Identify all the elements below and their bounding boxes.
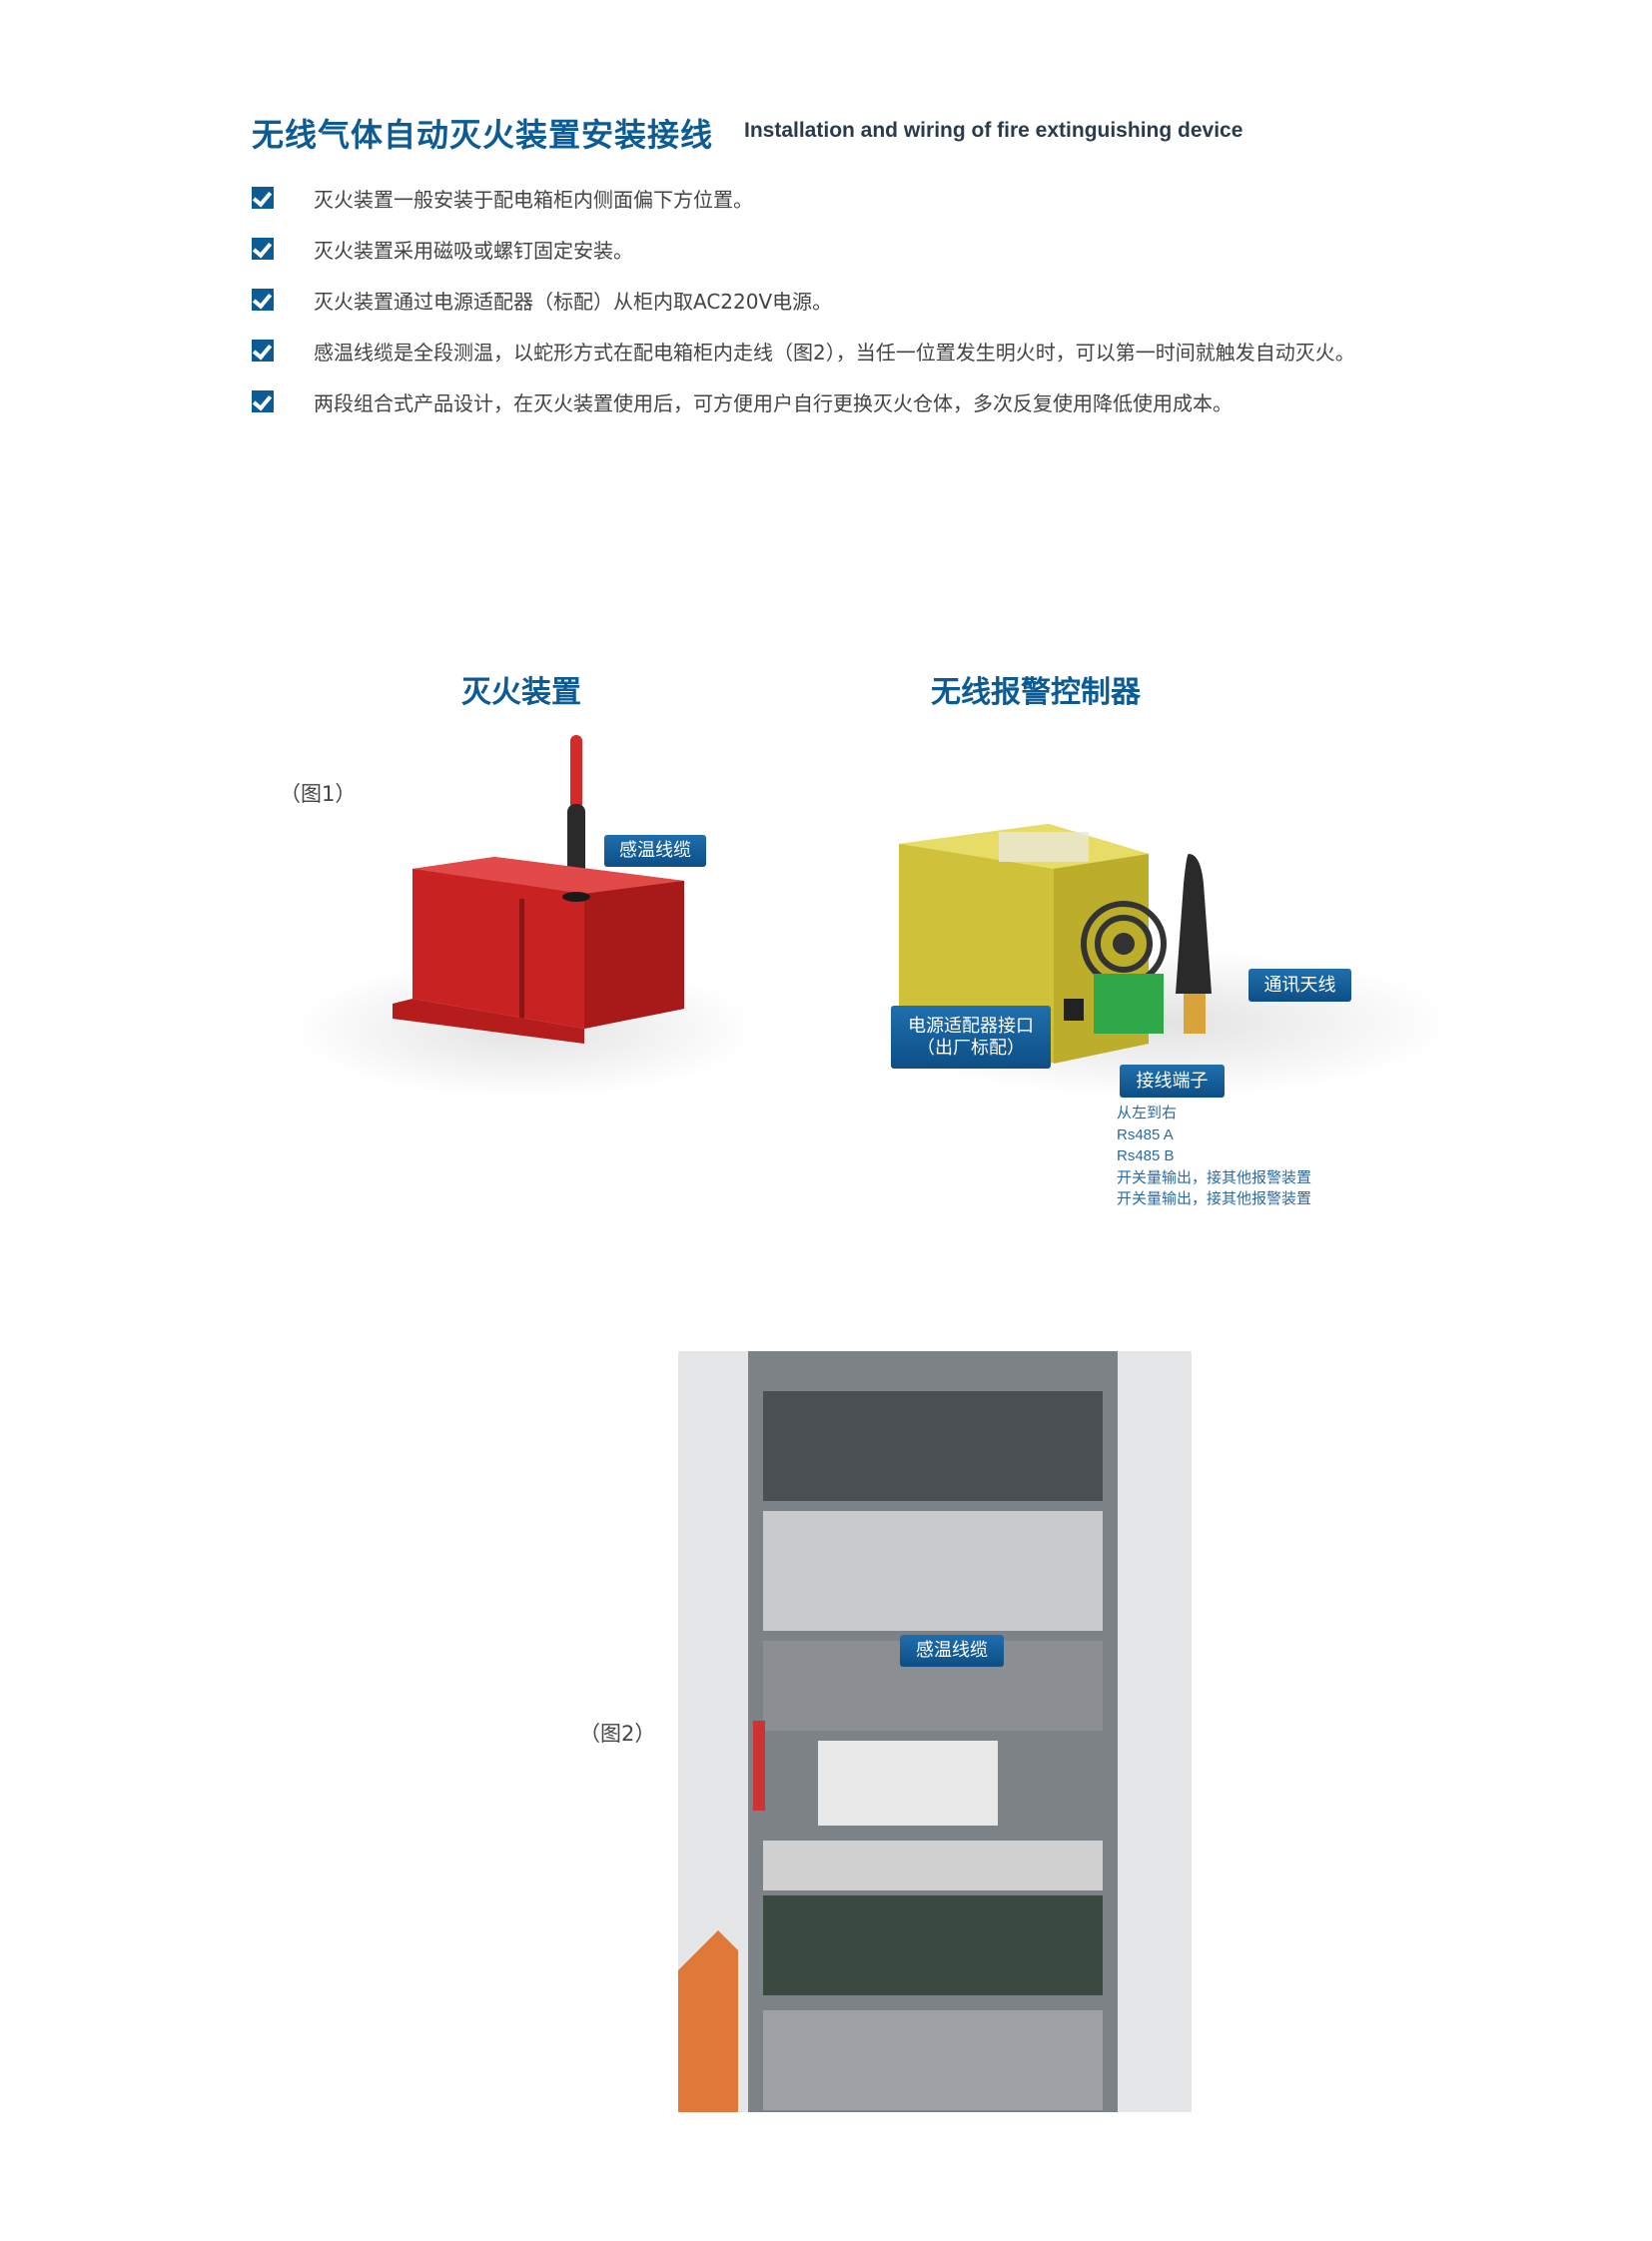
device-heading: 灭火装置 [461, 675, 581, 710]
note-line: Rs485 B [1117, 1147, 1175, 1164]
power-adapter-tag: 电源适配器接口 （出厂标配） [891, 1006, 1051, 1069]
wireless-alarm-controller-image [899, 824, 1212, 1064]
page-title: 无线气体自动灭火装置安装接线 [252, 116, 714, 154]
fire-extinguisher-device-image [393, 735, 684, 1044]
power-adapter-tag-line1: 电源适配器接口 [908, 1015, 1034, 1037]
figure-1-label: （图1） [280, 782, 357, 806]
note-line: Rs485 A [1117, 1125, 1174, 1143]
photo-cable-tag: 感温线缆 [900, 1635, 1004, 1667]
note-line: 开关量输出，接其他报警装置 [1117, 1168, 1312, 1186]
list-item-text: 灭火装置采用磁吸或螺钉固定安装。 [314, 238, 633, 263]
list-item: 感温线缆是全段测温，以蛇形方式在配电箱柜内走线（图2），当任一位置发生明火时，可… [252, 336, 1355, 366]
note-line: 开关量输出，接其他报警装置 [1117, 1190, 1312, 1207]
terminal-notes: 从左到右 Rs485 A Rs485 B 开关量输出，接其他报警装置 开关量输出… [1117, 1103, 1311, 1210]
page-subtitle: Installation and wiring of fire extingui… [744, 119, 1243, 142]
list-item: 灭火装置采用磁吸或螺钉固定安装。 [252, 234, 633, 264]
checkbox-icon [252, 390, 274, 412]
list-item-text: 感温线缆是全段测温，以蛇形方式在配电箱柜内走线（图2），当任一位置发生明火时，可… [314, 340, 1355, 365]
checkbox-icon [252, 187, 274, 209]
antenna-tag: 通讯天线 [1248, 969, 1351, 1002]
figure-2-label: （图2） [579, 1722, 656, 1746]
checkbox-icon [252, 238, 274, 260]
list-item-text: 灭火装置通过电源适配器（标配）从柜内取AC220V电源。 [314, 289, 833, 314]
list-item-text: 灭火装置一般安装于配电箱柜内侧面偏下方位置。 [314, 187, 753, 212]
checkbox-icon [252, 340, 274, 362]
checkbox-icon [252, 289, 274, 311]
controller-heading: 无线报警控制器 [931, 675, 1141, 710]
note-line: 从左到右 [1117, 1105, 1178, 1121]
power-adapter-tag-line2: （出厂标配） [917, 1037, 1025, 1059]
list-item: 灭火装置通过电源适配器（标配）从柜内取AC220V电源。 [252, 285, 832, 315]
list-item: 两段组合式产品设计，在灭火装置使用后，可方便用户自行更换灭火仓体，多次反复使用降… [252, 386, 1233, 416]
list-item: 灭火装置一般安装于配电箱柜内侧面偏下方位置。 [252, 183, 753, 213]
cabinet-wiring-photo [678, 1351, 1192, 2112]
terminal-tag: 接线端子 [1120, 1065, 1225, 1098]
list-item-text: 两段组合式产品设计，在灭火装置使用后，可方便用户自行更换灭火仓体，多次反复使用降… [314, 390, 1233, 415]
cable-tag: 感温线缆 [604, 835, 706, 867]
